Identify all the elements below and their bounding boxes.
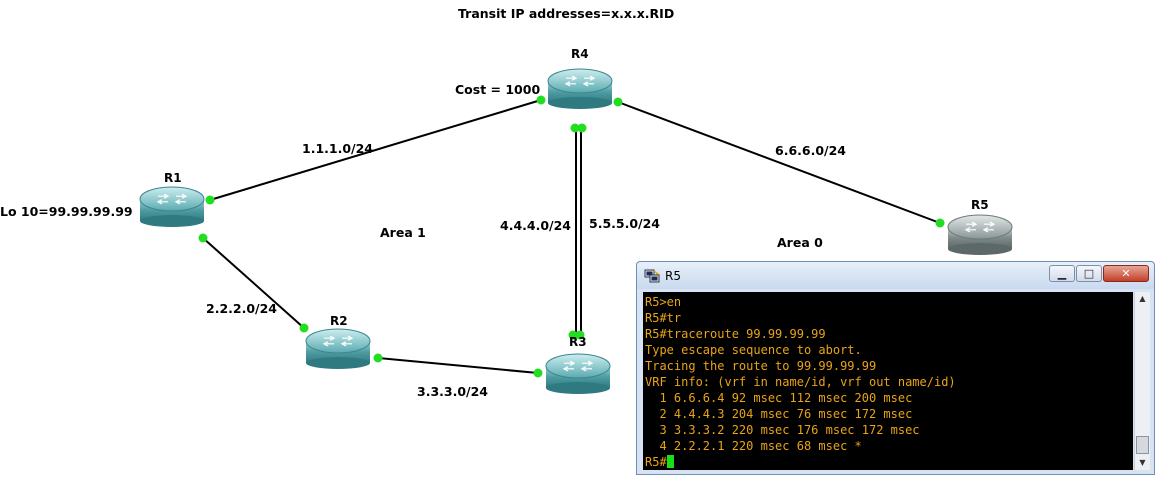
console-line: 4 2.2.2.1 220 msec 68 msec * <box>645 439 862 453</box>
link-label-5: 5.5.5.0/24 <box>589 216 660 231</box>
console-line: R5>en <box>645 295 682 309</box>
putty-icon <box>644 269 660 283</box>
link-label-3: 3.3.3.0/24 <box>417 384 488 399</box>
link-label-2: 2.2.2.0/24 <box>206 301 277 316</box>
router-label-r4: R4 <box>571 47 589 61</box>
router-label-r3: R3 <box>569 335 587 349</box>
text-cursor <box>666 455 674 468</box>
minimize-button[interactable]: ▁ <box>1049 265 1075 282</box>
link-label-6: 6.6.6.0/24 <box>775 143 846 158</box>
console-prompt: R5# <box>645 455 667 469</box>
scroll-down-arrow-icon[interactable]: ▼ <box>1139 458 1146 467</box>
terminal-titlebar[interactable]: R5 ▁ □ ✕ <box>637 262 1154 289</box>
router-label-r1: R1 <box>164 171 182 185</box>
terminal-window[interactable]: R5 ▁ □ ✕ R5>en R5#tr R5#traceroute 99.99… <box>636 261 1155 475</box>
cost-label: Cost = 1000 <box>455 82 541 97</box>
link-r2-r3 <box>377 357 539 374</box>
router-label-r5: R5 <box>971 198 989 212</box>
link-r1-r4 <box>209 99 542 201</box>
router-r3-icon[interactable] <box>545 353 611 394</box>
area0-label: Area 0 <box>777 235 823 250</box>
console-line: R5#tr <box>645 311 682 325</box>
router-r2-icon[interactable] <box>305 328 371 369</box>
scroll-up-arrow-icon[interactable]: ▲ <box>1139 294 1146 303</box>
console-prompt-line[interactable]: R5# <box>645 454 1133 470</box>
link-r4-r5 <box>617 101 941 224</box>
maximize-button[interactable]: □ <box>1076 265 1102 282</box>
link-r1-r2 <box>202 237 305 329</box>
area1-label: Area 1 <box>380 225 426 240</box>
router-r5-icon[interactable] <box>947 214 1013 255</box>
console-line: Tracing the route to 99.99.99.99 <box>645 359 877 373</box>
router-r4-icon[interactable] <box>547 68 613 109</box>
router-r1-icon[interactable] <box>139 186 205 227</box>
terminal-title: R5 <box>665 269 681 283</box>
vertical-scrollbar[interactable]: ▲ ▼ <box>1134 292 1150 470</box>
console-line: VRF info: (vrf in name/id, vrf out name/… <box>645 375 956 389</box>
link-endpoint-dots <box>198 95 945 378</box>
link-label-4: 4.4.4.0/24 <box>500 218 571 233</box>
console-line: 1 6.6.6.4 92 msec 112 msec 200 msec <box>645 391 913 405</box>
console-line: Type escape sequence to abort. <box>645 343 862 357</box>
console-line: 3 3.3.3.2 220 msec 176 msec 172 msec <box>645 423 920 437</box>
console-line: R5#traceroute 99.99.99.99 <box>645 327 826 341</box>
diagram-title: Transit IP addresses=x.x.x.RID <box>458 6 675 21</box>
console-line: 2 4.4.4.3 204 msec 76 msec 172 msec <box>645 407 913 421</box>
close-button[interactable]: ✕ <box>1103 265 1149 282</box>
link-label-1: 1.1.1.0/24 <box>302 141 373 156</box>
terminal-console[interactable]: R5>en R5#tr R5#traceroute 99.99.99.99 Ty… <box>643 292 1133 470</box>
loopback-label: Lo 10=99.99.99.99 <box>0 204 133 219</box>
router-label-r2: R2 <box>330 314 348 328</box>
scrollbar-thumb[interactable] <box>1136 436 1149 454</box>
